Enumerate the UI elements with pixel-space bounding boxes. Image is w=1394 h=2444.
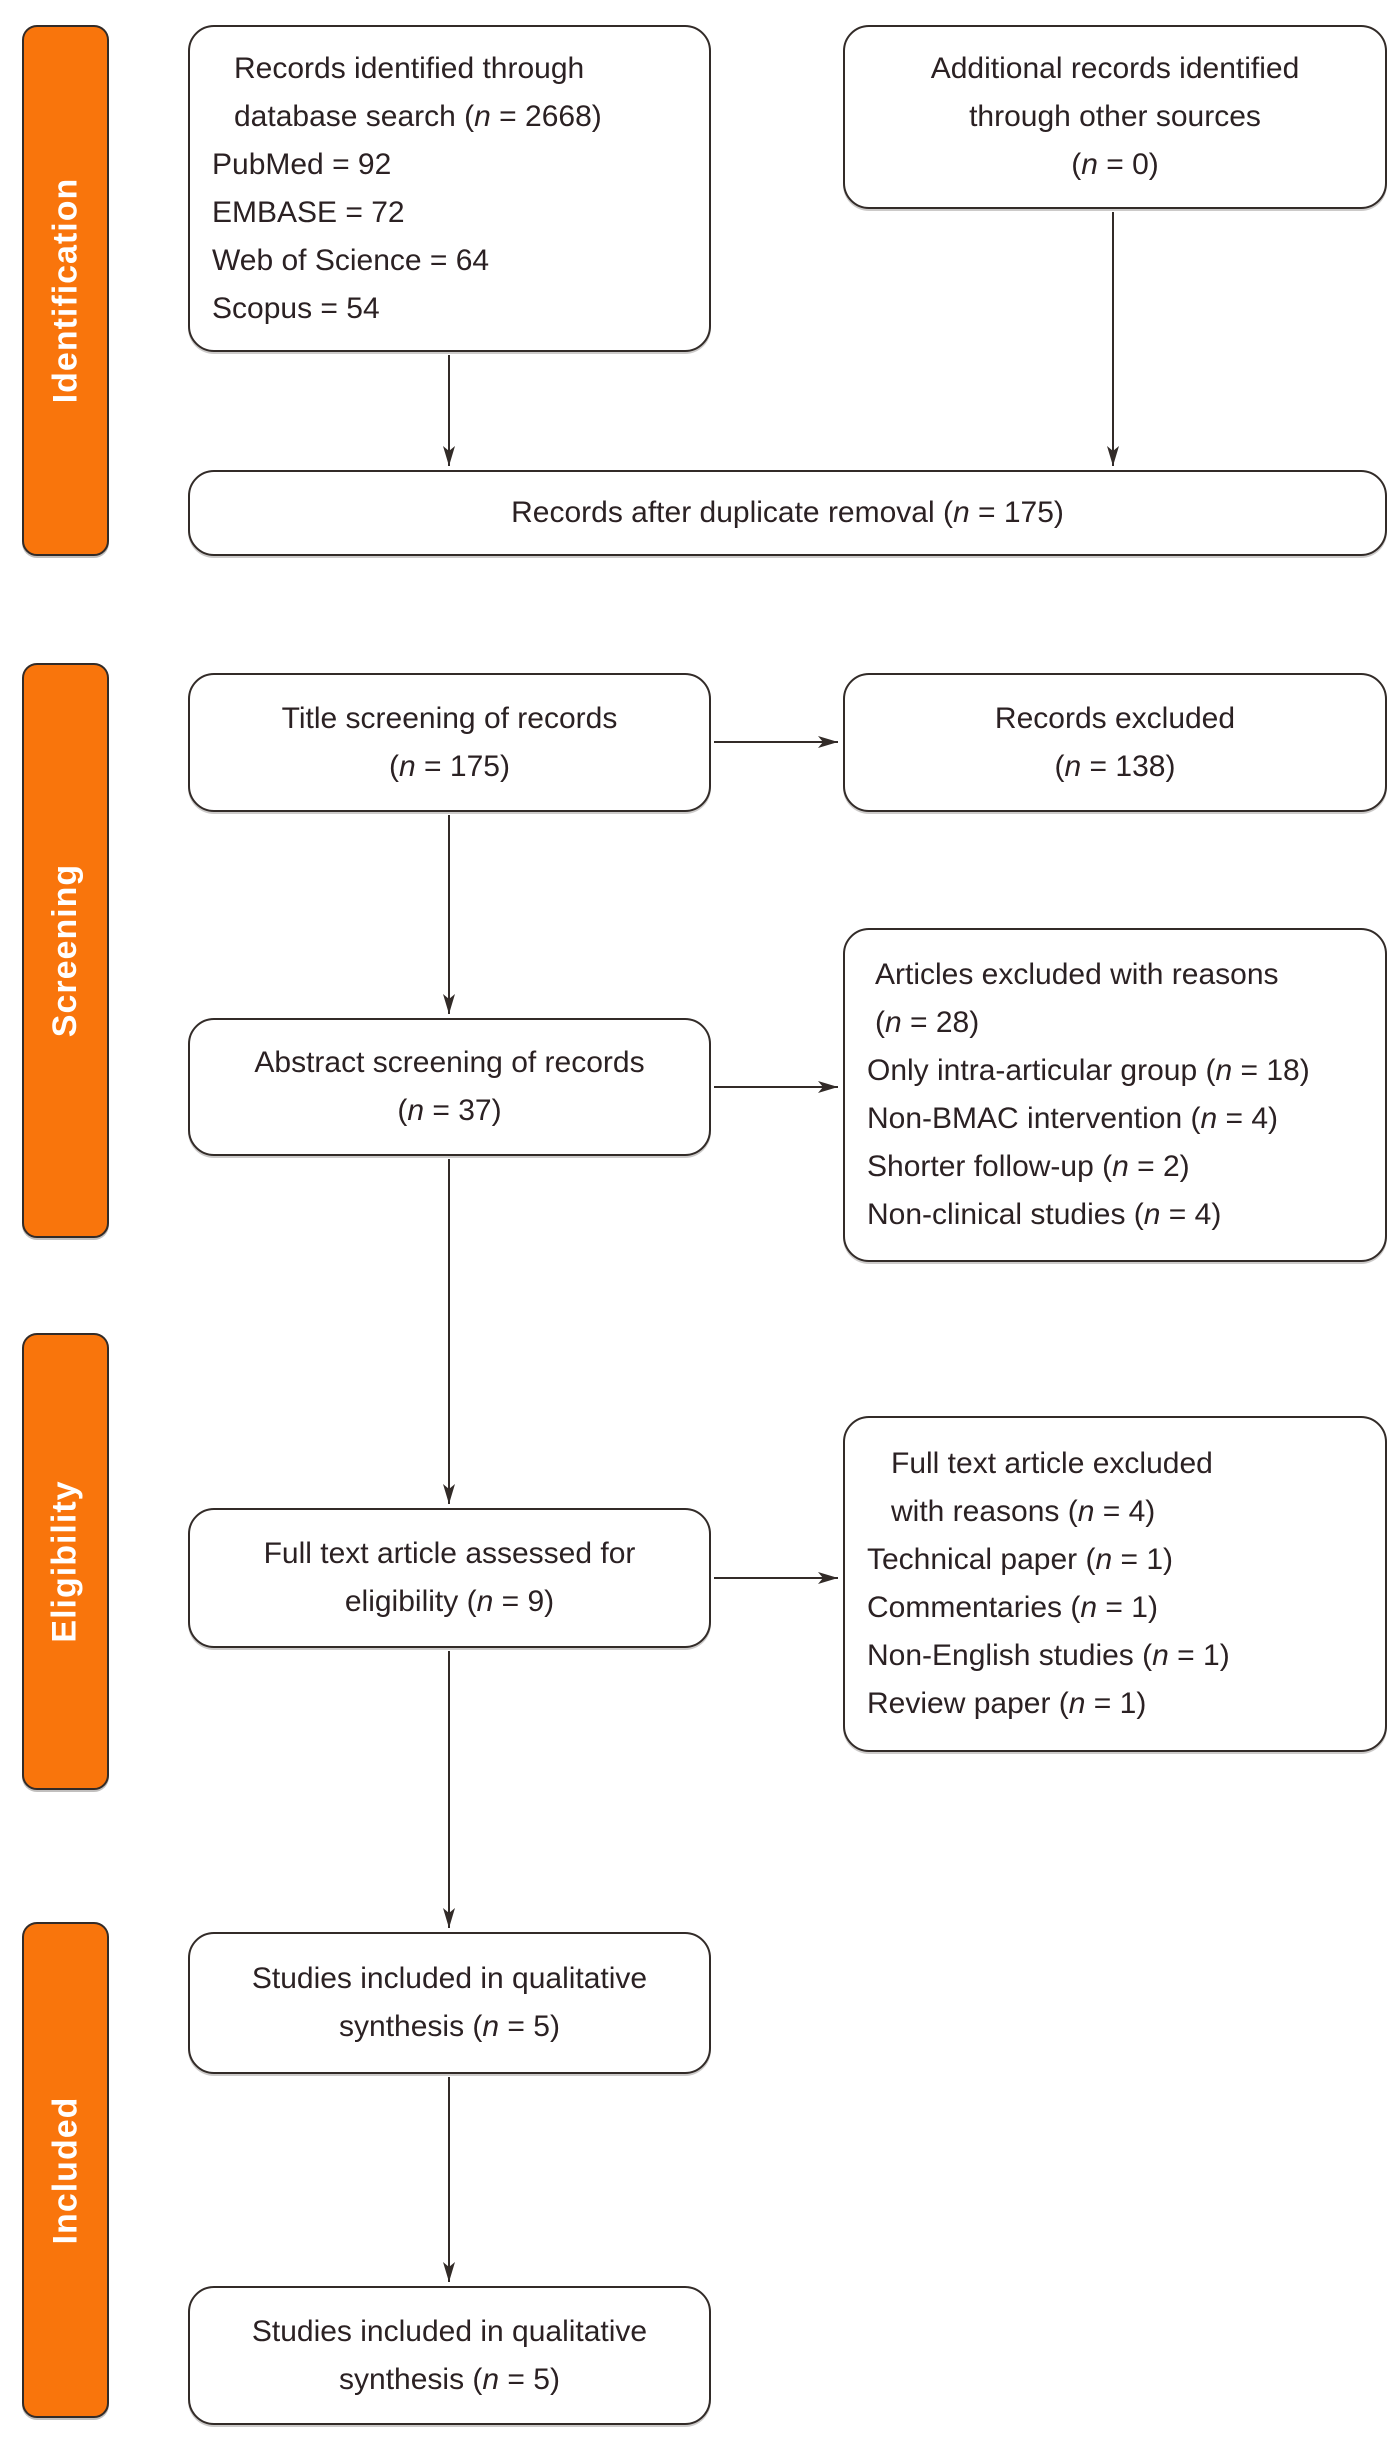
stage-label: Screening [46, 863, 85, 1038]
box-title-screening: Title screening of records (n = 175) [188, 673, 711, 812]
box-line: synthesis (n = 5) [339, 2362, 560, 2396]
box-fulltext-excluded: Full text article excluded with reasons … [843, 1416, 1387, 1752]
box-line: Non-English studies (n = 1) [867, 1639, 1230, 1672]
box-abstract-screening: Abstract screening of records (n = 37) [188, 1018, 711, 1156]
box-line: Studies included in qualitative [251, 2314, 648, 2348]
box-line: eligibility (n = 9) [344, 1585, 555, 1618]
box-studies-included-1: Studies included in qualitative synthesi… [188, 1932, 711, 2074]
stage-label: Identification [46, 177, 84, 404]
box-line: Commentaries (n = 1) [867, 1591, 1158, 1624]
box-line: through other sources [969, 100, 1261, 133]
stage-label: Eligibility [46, 1480, 84, 1643]
box-line: Abstract screening of records [254, 1046, 645, 1079]
box-line: Title screening of records [281, 701, 618, 735]
box-line: (n = 28) [875, 1006, 980, 1039]
box-line: Records after duplicate removal (n = 175… [511, 496, 1064, 529]
box-studies-included-2: Studies included in qualitative synthesi… [188, 2286, 711, 2425]
box-fulltext-assessed: Full text article assessed for eligibili… [188, 1508, 711, 1648]
box-line: Web of Science = 64 [212, 243, 490, 277]
box-articles-excluded: Articles excluded with reasons (n = 28) … [843, 928, 1387, 1262]
box-line: Full text article assessed for [263, 1537, 636, 1570]
box-line: Additional records identified [930, 52, 1300, 85]
box-line: Articles excluded with reasons [875, 958, 1279, 991]
box-line: Scopus = 54 [212, 291, 380, 325]
box-additional-records: Additional records identified through ot… [843, 25, 1387, 209]
stage-bar-identification: Identification [22, 25, 109, 556]
stage-bar-screening: Screening [22, 663, 109, 1238]
box-line: (n = 175) [389, 749, 510, 783]
box-records-excluded: Records excluded (n = 138) [843, 673, 1387, 812]
box-line: PubMed = 92 [212, 147, 392, 181]
box-duplicate-removal: Records after duplicate removal (n = 175… [188, 470, 1387, 556]
box-line: (n = 0) [1071, 148, 1159, 181]
box-line: Non-BMAC intervention (n = 4) [867, 1102, 1279, 1135]
stage-label: Included [46, 2096, 85, 2244]
box-line: with reasons (n = 4) [891, 1495, 1156, 1528]
box-line: Non-clinical studies (n = 4) [867, 1198, 1222, 1231]
box-records-identified: Records identified through database sear… [188, 25, 711, 352]
box-line: Only intra-articular group (n = 18) [867, 1054, 1310, 1087]
box-line: (n = 37) [397, 1094, 502, 1127]
stage-bar-eligibility: Eligibility [22, 1333, 109, 1790]
box-line: Review paper (n = 1) [867, 1687, 1147, 1720]
box-line: EMBASE = 72 [212, 195, 405, 229]
box-line: Full text article excluded [891, 1447, 1213, 1480]
box-line: database search (n = 2668) [234, 99, 602, 133]
stage-bar-included: Included [22, 1922, 109, 2418]
box-line: Shorter follow-up (n = 2) [867, 1150, 1190, 1183]
box-line: Studies included in qualitative [251, 1962, 648, 1995]
box-line: (n = 138) [1054, 749, 1176, 783]
box-line: Technical paper (n = 1) [867, 1543, 1174, 1576]
box-line: synthesis (n = 5) [339, 2010, 560, 2043]
box-line: Records excluded [994, 701, 1236, 735]
box-line: Records identified through [234, 51, 585, 85]
